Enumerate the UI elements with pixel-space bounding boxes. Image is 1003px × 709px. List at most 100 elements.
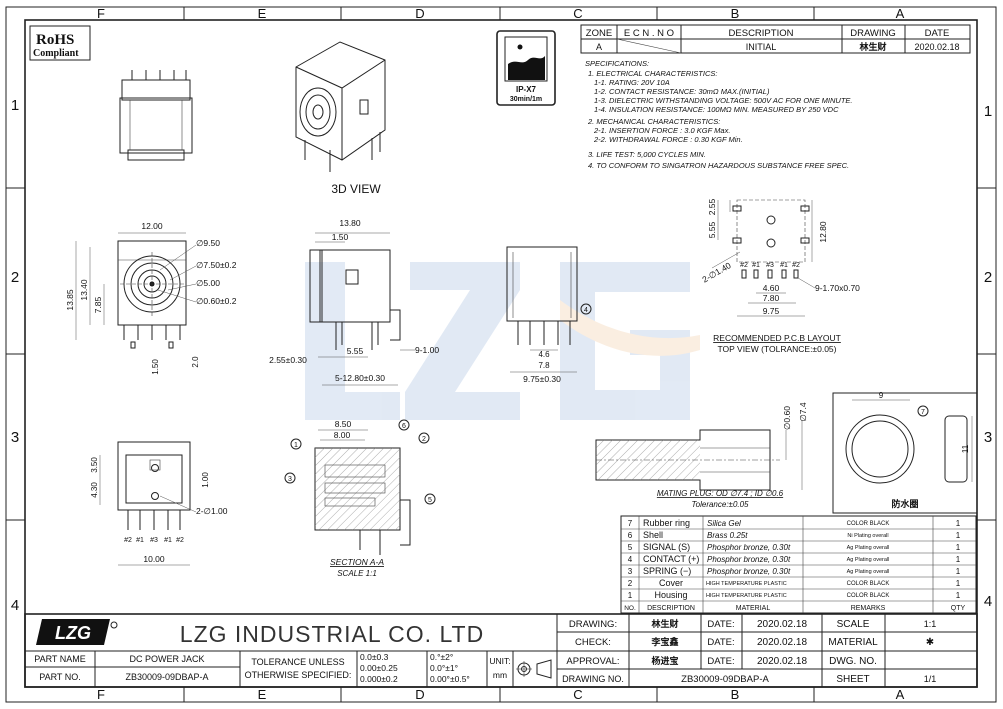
bom-row-3-mat: Phosphor bronze, 0.30t (707, 543, 791, 552)
spec-line-1: 1. ELECTRICAL CHARACTERISTICS: (588, 69, 717, 78)
dim-d-500: ∅5.00 (196, 278, 220, 288)
bom-header-mat: MATERIAL (736, 605, 771, 612)
col-letter-top-a: A (896, 6, 905, 21)
drawing-label: DRAWING: (569, 619, 617, 630)
top-side-view (119, 70, 193, 161)
bom-row-4-desc: CONTACT (+) (643, 554, 699, 564)
rev-header-drawing: DRAWING (850, 28, 896, 39)
spec-line-3: 1-2. CONTACT RESISTANCE: 30mΩ MAX.(INITI… (594, 87, 770, 96)
tol-3: 0.000±0.2 (360, 674, 398, 684)
col-letter-bottom-d: D (415, 687, 424, 702)
ip-badge: IP-X7 30min/1m (496, 30, 556, 106)
dim-bot-a: 3.50 (90, 457, 99, 473)
bom-row-6-no: 2 (628, 579, 633, 588)
dim-plug-a: ∅0.60 (782, 406, 792, 430)
bom-row-1-no: 7 (628, 519, 633, 528)
part-no-label: PART NO. (39, 672, 81, 682)
dim-d-750: ∅7.50±0.2 (196, 260, 237, 270)
dim-front-h3: 7.85 (93, 296, 103, 313)
bom-row-3-qty: 1 (956, 543, 961, 552)
rev-date: 2020.02.18 (914, 42, 959, 52)
material-value: ✱ (926, 637, 934, 648)
bom-row-7-qty: 1 (956, 591, 961, 600)
bom-row-3-no: 5 (628, 543, 633, 552)
side-view (309, 232, 415, 386)
part-name-label: PART NAME (34, 654, 86, 664)
dim-d-950: ∅9.50 (196, 238, 220, 248)
dim-side-b: 2.55±0.30 (269, 355, 307, 365)
dwg-no-label: DWG. NO. (829, 656, 877, 667)
dim-pcb-f: 7.80 (763, 293, 780, 303)
spec-line-2: 1-1. RATING: 20V 10A (594, 78, 670, 87)
svg-text:4: 4 (584, 307, 588, 314)
date-label-3: DATE: (707, 656, 734, 667)
dim-gasket-h: 11 (961, 444, 970, 453)
row-number-right-2: 2 (984, 269, 992, 286)
row-number-right-1: 1 (984, 103, 992, 120)
svg-text:2: 2 (422, 436, 426, 443)
rohs-subtitle: Compliant (33, 48, 79, 59)
dim-side-d: 5-12.80±0.30 (335, 373, 385, 383)
bom-row-6-desc: Cover (659, 578, 683, 588)
col-letter-bottom-c: C (573, 687, 582, 702)
check-by: 李宝鑫 (650, 636, 678, 647)
col-letter-bottom-e: E (258, 687, 267, 702)
bom-rows: 7 Rubber ring Silica Gel COLOR BLACK 1 6… (628, 518, 961, 600)
check-label: CHECK: (575, 637, 611, 648)
bom-row-2-no: 6 (628, 531, 633, 540)
tol-2: 0.00±0.25 (360, 663, 398, 673)
ang-2: 0.0°±1° (430, 663, 458, 673)
bom-header-desc: DESCRIPTION (647, 605, 695, 612)
bom-row-2-qty: 1 (956, 531, 961, 540)
col-letter-top-f: F (97, 6, 105, 21)
bom-row-1-qty: 1 (956, 519, 961, 528)
ang-3: 0.00°±0.5° (430, 674, 470, 684)
svg-text:6: 6 (402, 423, 406, 430)
row-number-right-3: 3 (984, 429, 992, 446)
date-label-1: DATE: (707, 619, 734, 630)
col-letter-top-e: E (258, 6, 267, 21)
date-3: 2020.02.18 (757, 656, 807, 667)
rev-header-zone: ZONE (586, 28, 612, 39)
dim-gasket-w: 9 (879, 391, 884, 400)
plug-tolerance: Tolerance:±0.05 (691, 500, 749, 509)
ip-time: 30min/1m (510, 96, 542, 103)
rev-drawing: 林生财 (859, 41, 886, 52)
approval-label: APPROVAL: (566, 656, 619, 667)
pcb-layout (711, 199, 816, 317)
rev-desc: INITIAL (746, 42, 777, 52)
bot-pin-label-3: #3 (150, 537, 158, 544)
sheet-label: SHEET (836, 674, 869, 685)
spec-line-7: 2-1. INSERTION FORCE : 3.0 KGF Max. (593, 126, 730, 135)
col-letter-bottom-a: A (896, 687, 905, 702)
bom-row-1-rem: COLOR BLACK (847, 521, 890, 527)
svg-text:7: 7 (921, 409, 925, 416)
spec-line-6: 2. MECHANICAL CHARACTERISTICS: (587, 117, 720, 126)
logo-text: LZG (55, 623, 91, 643)
bom-row-7-mat: HIGH TEMPERATURE PLASTIC (706, 593, 787, 599)
bom-header-no: NO. (624, 605, 636, 612)
unit-value: mm (493, 670, 507, 680)
unit-label: UNIT: (489, 656, 510, 666)
scale-value: 1:1 (924, 619, 937, 629)
pcb-pin-label-4: #1 (780, 262, 788, 269)
svg-text:5: 5 (428, 497, 432, 504)
ip-rating: IP-X7 (516, 85, 537, 94)
date-2: 2020.02.18 (757, 637, 807, 648)
mating-plug (595, 420, 803, 491)
dim-bot-e: 10.00 (143, 554, 165, 564)
dim-front-p2: 2.0 (191, 356, 200, 368)
bom-row-2-desc: Shell (643, 530, 663, 540)
section-title: SECTION A-A (330, 557, 384, 567)
bom-row-3-rem: Ag Plating overall (847, 545, 890, 551)
svg-text:3: 3 (288, 476, 292, 483)
dim-pcb-d: 2-∅1.40 (700, 260, 733, 285)
bom-row-7-desc: Housing (654, 590, 687, 600)
rohs-title: RoHS (36, 32, 74, 48)
col-letter-top-b: B (731, 6, 740, 21)
dim-bot-d: 2-∅1.00 (196, 506, 228, 516)
tol-label-1: TOLERANCE UNLESS (251, 657, 344, 667)
pcb-subtitle: TOP VIEW (TOLRANCE:±0.05) (718, 344, 837, 354)
bot-pin-label-2: #1 (136, 537, 144, 544)
dim-back-c: 9.75±0.30 (523, 374, 561, 384)
